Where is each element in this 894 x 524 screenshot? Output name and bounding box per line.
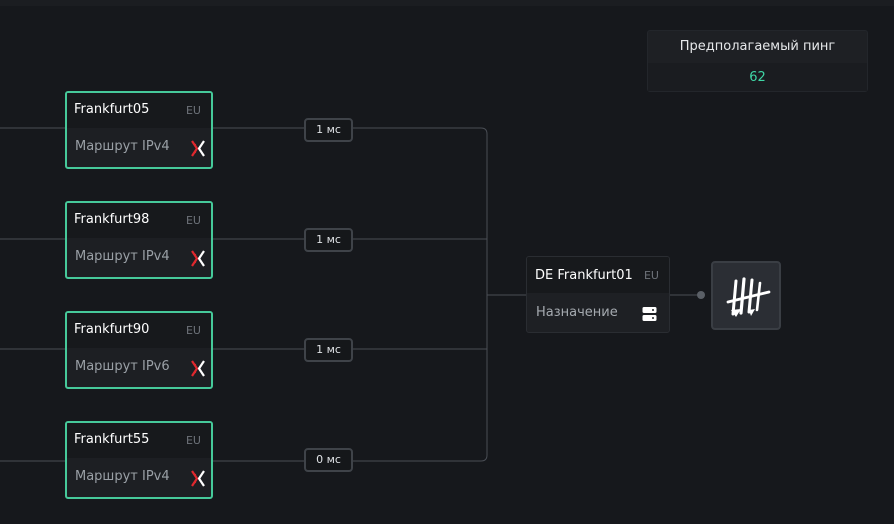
- server-node-header: Frankfurt05 EU: [67, 93, 211, 128]
- server-icon: [642, 307, 657, 321]
- server-region: EU: [185, 434, 201, 447]
- latency-badge: 1 мс: [304, 338, 353, 362]
- server-name: Frankfurt98: [74, 212, 150, 227]
- latency-badge: 1 мс: [304, 118, 353, 142]
- server-node-header: Frankfurt98 EU: [67, 203, 211, 238]
- server-link-line: [213, 454, 488, 462]
- top-strip: [0, 0, 894, 6]
- server-name: Frankfurt90: [74, 322, 150, 337]
- server-region: EU: [185, 104, 201, 117]
- server-route: Маршрут IPv6: [75, 359, 170, 374]
- server-node[interactable]: Frankfurt05 EU Маршрут IPv4: [65, 91, 213, 169]
- estimated-ping-value: 62: [648, 63, 867, 91]
- destination-node-header: DE Frankfurt01 EU: [527, 257, 669, 293]
- estimated-ping-label: Предполагаемый пинг: [679, 39, 836, 54]
- game-tile[interactable]: [711, 261, 781, 330]
- server-name: Frankfurt05: [74, 102, 150, 117]
- server-route: Маршрут IPv4: [75, 469, 170, 484]
- route-icon: [191, 140, 205, 157]
- server-node-header: Frankfurt90 EU: [67, 313, 211, 348]
- destination-role: Назначение: [536, 305, 618, 320]
- server-node[interactable]: Frankfurt98 EU Маршрут IPv4: [65, 201, 213, 279]
- estimated-ping-panel: Предполагаемый пинг 62: [647, 30, 868, 92]
- server-region: EU: [185, 324, 201, 337]
- route-icon: [191, 360, 205, 377]
- server-node[interactable]: Frankfurt55 EU Маршрут IPv4: [65, 421, 213, 499]
- server-route: Маршрут IPv4: [75, 139, 170, 154]
- server-node-header: Frankfurt55 EU: [67, 423, 211, 458]
- latency-badge: 0 мс: [304, 448, 353, 472]
- server-name: Frankfurt55: [74, 432, 150, 447]
- server-route: Маршрут IPv4: [75, 249, 170, 264]
- dead-by-daylight-logo-icon: [726, 277, 771, 317]
- server-region: EU: [185, 214, 201, 227]
- server-node[interactable]: Frankfurt90 EU Маршрут IPv6: [65, 311, 213, 389]
- connector-dot: [697, 291, 705, 299]
- route-icon: [191, 250, 205, 267]
- server-link-line: [213, 127, 488, 135]
- destination-node[interactable]: DE Frankfurt01 EU Назначение: [526, 256, 670, 333]
- route-icon: [191, 470, 205, 487]
- destination-name: DE Frankfurt01: [535, 268, 633, 283]
- latency-badge: 1 мс: [304, 228, 353, 252]
- destination-region: EU: [643, 269, 659, 282]
